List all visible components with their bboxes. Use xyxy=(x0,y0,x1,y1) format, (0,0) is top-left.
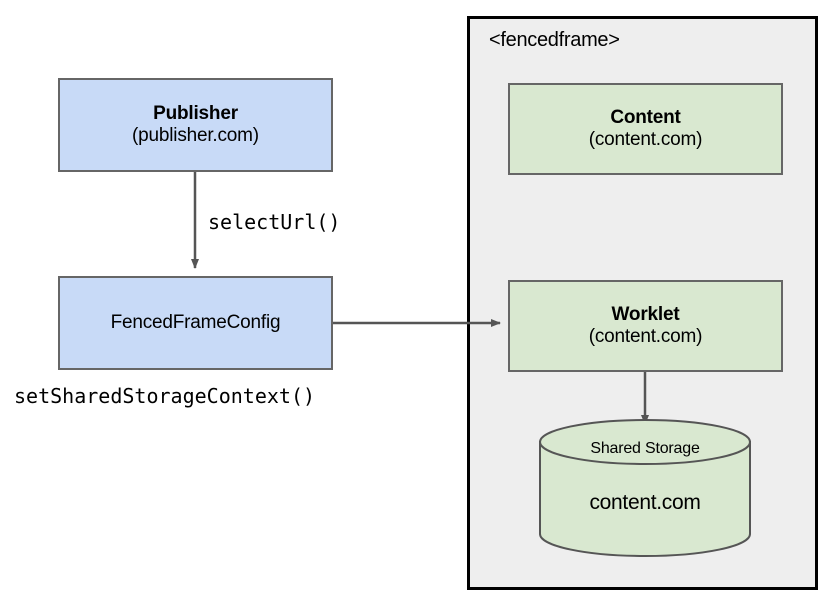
node-content-subtitle: (content.com) xyxy=(588,129,703,150)
node-worklet[interactable]: Worklet (content.com) xyxy=(508,280,783,372)
node-worklet-subtitle: (content.com) xyxy=(588,326,703,347)
node-content-title: Content xyxy=(610,106,681,128)
shared-storage-body: content.com xyxy=(589,491,701,514)
node-content[interactable]: Content (content.com) xyxy=(508,83,783,175)
fencedframe-label: <fencedframe> xyxy=(489,29,620,51)
node-fenced-frame-config[interactable]: FencedFrameConfig xyxy=(58,276,333,370)
node-publisher-subtitle: (publisher.com) xyxy=(132,125,259,146)
node-publisher-title: Publisher xyxy=(153,102,238,124)
node-publisher[interactable]: Publisher (publisher.com) xyxy=(58,78,333,172)
edge-label-select-url: selectUrl() xyxy=(208,210,341,234)
node-worklet-title: Worklet xyxy=(611,303,680,325)
annotation-set-shared-storage-context: setSharedStorageContext() xyxy=(14,384,316,408)
node-fenced-frame-config-title: FencedFrameConfig xyxy=(110,311,281,333)
shared-storage-title: Shared Storage xyxy=(590,440,700,457)
